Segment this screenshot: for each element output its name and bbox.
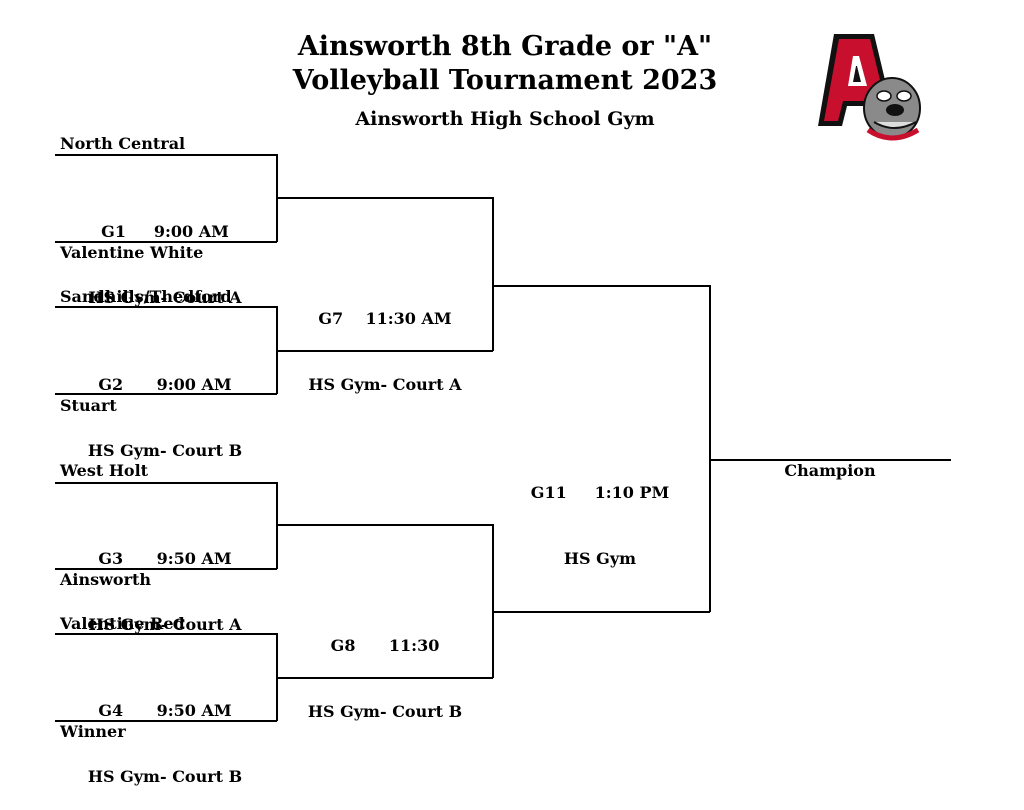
game-g1-time: G1 9:00 AM — [101, 222, 229, 241]
team-valentine-red: Valentine Red — [60, 614, 185, 633]
game-g1-court: HS Gym- Court A — [88, 288, 242, 307]
game-g7-court: HS Gym- Court A — [308, 375, 462, 394]
bracket-line — [55, 482, 277, 484]
bracket-line — [709, 459, 951, 461]
game-g8-time: G8 11:30 — [330, 636, 440, 655]
bracket-line — [276, 482, 278, 569]
bracket-line — [276, 524, 493, 526]
title-line-1: Ainsworth 8th Grade or "A" — [297, 31, 713, 62]
bracket-line — [276, 350, 493, 352]
team-north-central: North Central — [60, 134, 186, 153]
bracket-line — [55, 306, 277, 308]
game-g11-time: G11 1:10 PM — [530, 483, 670, 502]
bracket-line — [276, 677, 493, 679]
bracket-line — [55, 633, 277, 635]
game-g3-time: G3 9:50 AM — [98, 549, 232, 568]
game-g7-time: G7 11:30 AM — [318, 309, 452, 328]
bracket-line — [55, 241, 277, 243]
team-stuart: Stuart — [60, 396, 117, 415]
game-g3: G3 9:50 AM HS Gym- Court A — [60, 504, 270, 658]
subtitle: Ainsworth High School Gym — [355, 108, 655, 130]
game-g11: G11 1:10 PM HS Gym — [495, 438, 705, 592]
team-west-holt: West Holt — [60, 461, 149, 480]
game-g7: G7 11:30 AM HS Gym- Court A — [280, 264, 490, 418]
team-ainsworth: Ainsworth — [60, 570, 152, 589]
team-valentine-white: Valentine White — [60, 243, 204, 262]
game-g11-court: HS Gym — [563, 549, 637, 568]
team-sandhills-thedford: Sandhills/Thedford — [60, 287, 232, 306]
game-g4-time: G4 9:50 AM — [98, 701, 232, 720]
game-g4: G4 9:50 AM HS Gym- Court B — [60, 656, 270, 810]
game-g8-court: HS Gym- Court B — [307, 702, 463, 721]
bracket-line — [55, 393, 277, 395]
bracket-line — [492, 524, 494, 678]
game-g8: G8 11:30 HS Gym- Court B — [280, 591, 490, 745]
bracket-line — [55, 720, 277, 722]
game-g3-court: HS Gym- Court A — [88, 615, 242, 634]
bracket-line — [492, 611, 710, 613]
game-g2-time: G2 9:00 AM — [98, 375, 232, 394]
champion-label: Champion — [784, 461, 876, 480]
bracket-line — [492, 285, 710, 287]
bracket-line — [492, 197, 494, 351]
bracket-line — [709, 285, 711, 612]
bracket-line — [276, 197, 493, 199]
game-g4-court: HS Gym- Court B — [87, 767, 243, 786]
game-g2: G2 9:00 AM HS Gym- Court B — [60, 330, 270, 484]
team-winner: Winner — [60, 722, 126, 741]
bulldog-mascot-icon — [818, 34, 921, 141]
game-g2-court: HS Gym- Court B — [87, 441, 243, 460]
bracket-line — [55, 568, 277, 570]
title-line-2: Volleyball Tournament 2023 — [292, 65, 718, 96]
bracket-line — [55, 154, 277, 156]
game-g1: G1 9:00 AM HS Gym- Court A — [60, 177, 270, 331]
